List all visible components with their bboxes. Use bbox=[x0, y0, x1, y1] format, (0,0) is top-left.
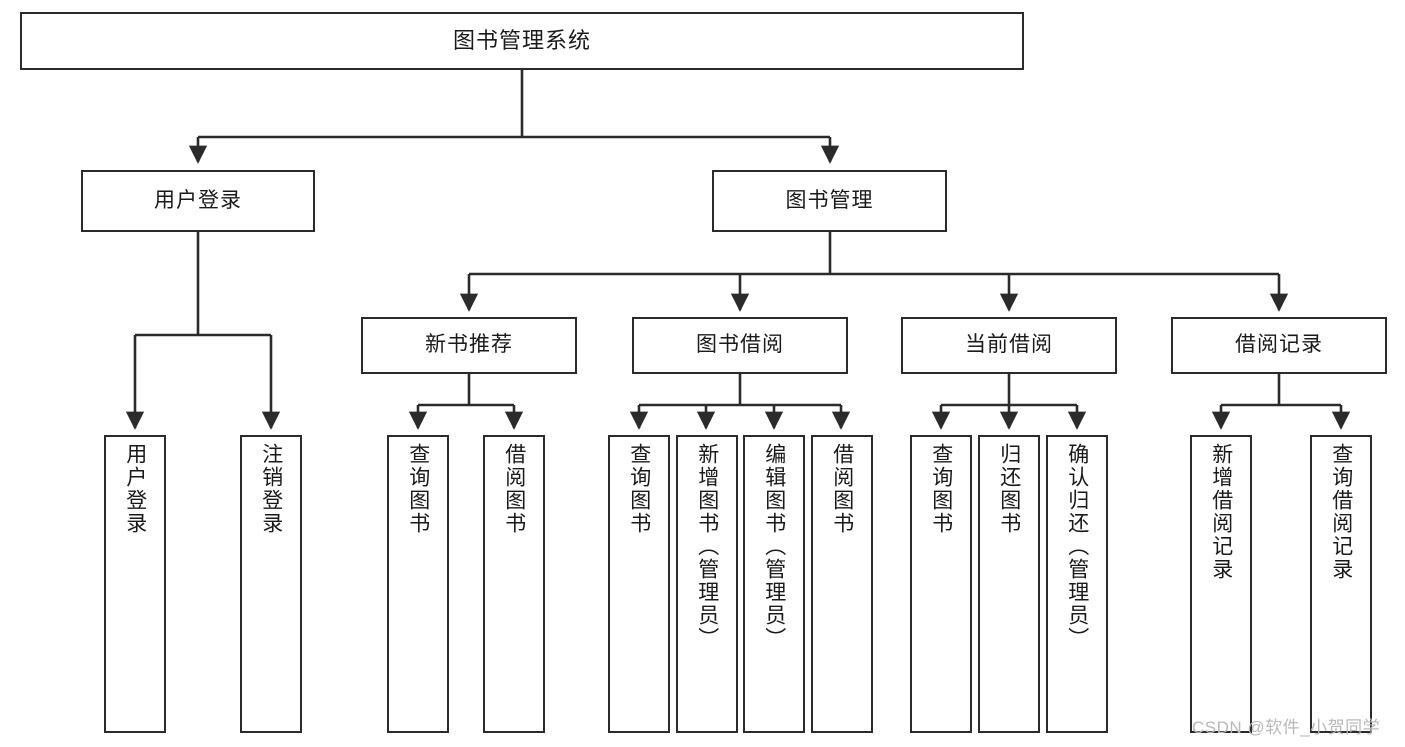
leaf-user-login-label: 用户登录 bbox=[123, 443, 147, 535]
leaf-add-book[interactable]: 新增图书（管理员） bbox=[676, 435, 738, 733]
node-borrow-record-label: 借阅记录 bbox=[1235, 333, 1323, 357]
leaf-confirm-return-label: 确认归还（管理员） bbox=[1065, 443, 1089, 650]
leaf-borrow-book-2[interactable]: 借阅图书 bbox=[811, 435, 873, 733]
leaf-return-book[interactable]: 归还图书 bbox=[978, 435, 1040, 733]
leaf-query-record[interactable]: 查询借阅记录 bbox=[1310, 435, 1372, 733]
leaf-edit-book-label: 编辑图书（管理员） bbox=[762, 443, 786, 650]
leaf-query-book-2-label: 查询图书 bbox=[627, 443, 651, 535]
leaf-confirm-return[interactable]: 确认归还（管理员） bbox=[1046, 435, 1108, 733]
node-book-manage-label: 图书管理 bbox=[785, 188, 874, 212]
leaf-return-book-label: 归还图书 bbox=[997, 443, 1021, 535]
leaf-add-record[interactable]: 新增借阅记录 bbox=[1190, 435, 1252, 733]
node-current-borrow-label: 当前借阅 bbox=[965, 333, 1053, 357]
leaf-add-book-label: 新增图书（管理员） bbox=[695, 443, 719, 650]
node-book-borrow[interactable]: 图书借阅 bbox=[632, 317, 848, 374]
node-book-manage[interactable]: 图书管理 bbox=[712, 170, 947, 232]
node-new-book-recommend[interactable]: 新书推荐 bbox=[361, 317, 577, 374]
leaf-borrow-book-1-label: 借阅图书 bbox=[502, 443, 526, 535]
node-user-login[interactable]: 用户登录 bbox=[81, 170, 315, 232]
leaf-logout-login-label: 注销登录 bbox=[259, 443, 283, 535]
leaf-logout-login[interactable]: 注销登录 bbox=[240, 435, 302, 733]
leaf-edit-book[interactable]: 编辑图书（管理员） bbox=[743, 435, 805, 733]
leaf-query-book-3-label: 查询图书 bbox=[929, 443, 953, 535]
leaf-borrow-book-1[interactable]: 借阅图书 bbox=[483, 435, 545, 733]
node-user-login-label: 用户登录 bbox=[154, 188, 242, 212]
node-root-label: 图书管理系统 bbox=[452, 28, 591, 54]
leaf-borrow-book-2-label: 借阅图书 bbox=[830, 443, 854, 535]
watermark: CSDN @软件_小贺同学 bbox=[1192, 718, 1381, 737]
leaf-query-book-3[interactable]: 查询图书 bbox=[910, 435, 972, 733]
node-current-borrow[interactable]: 当前借阅 bbox=[901, 317, 1117, 374]
node-borrow-record[interactable]: 借阅记录 bbox=[1171, 317, 1387, 374]
leaf-add-record-label: 新增借阅记录 bbox=[1209, 443, 1233, 581]
leaf-query-book-2[interactable]: 查询图书 bbox=[608, 435, 670, 733]
leaf-query-record-label: 查询借阅记录 bbox=[1329, 443, 1353, 581]
leaf-query-book-1-label: 查询图书 bbox=[406, 443, 430, 535]
leaf-query-book-1[interactable]: 查询图书 bbox=[387, 435, 449, 733]
node-root[interactable]: 图书管理系统 bbox=[20, 12, 1024, 70]
node-book-borrow-label: 图书借阅 bbox=[696, 333, 784, 357]
leaf-user-login[interactable]: 用户登录 bbox=[104, 435, 166, 733]
node-new-book-recommend-label: 新书推荐 bbox=[425, 333, 513, 357]
